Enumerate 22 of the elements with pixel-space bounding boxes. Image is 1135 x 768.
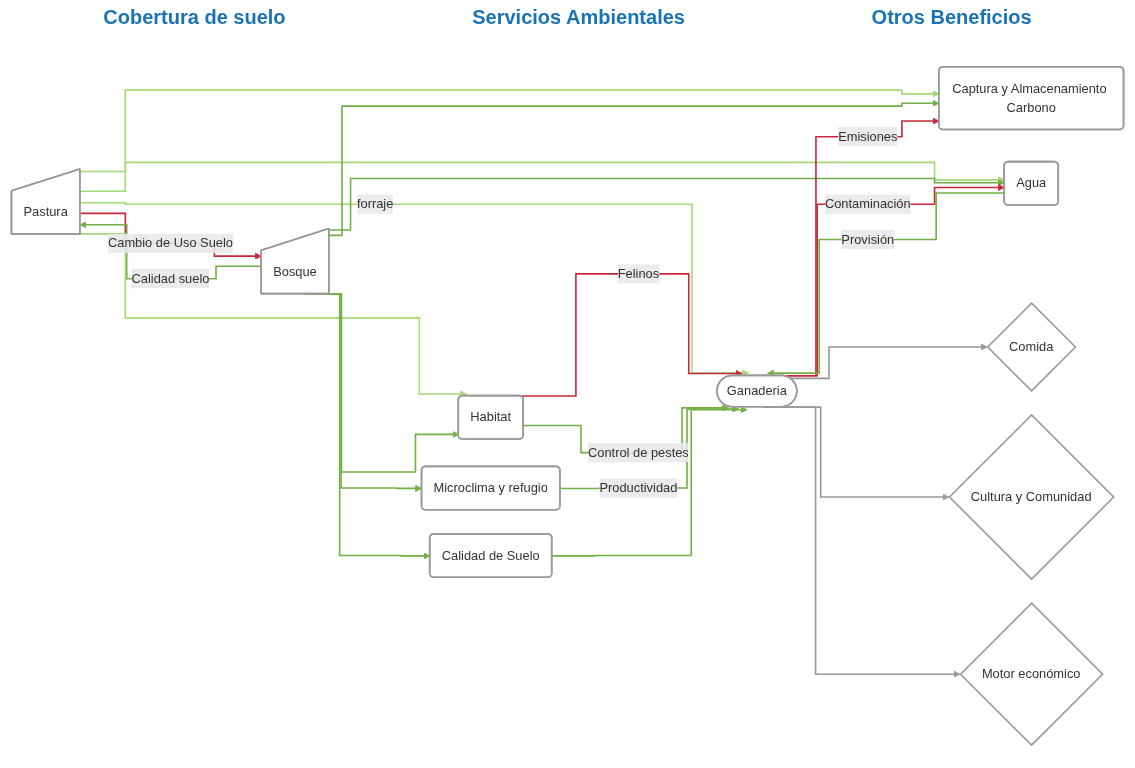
node-diamond: Comida — [986, 302, 1077, 392]
arrow — [79, 221, 263, 280]
column-heading: Servicios Ambientales — [472, 6, 685, 30]
arrow — [79, 161, 1005, 193]
edge-label: forraje — [356, 196, 394, 211]
edge-label: Emisiones — [838, 129, 898, 144]
edge-label: Cambio de Uso Suelo — [107, 236, 233, 250]
edge-label: Control de pestes — [588, 445, 689, 460]
arrow — [79, 201, 750, 377]
arrow — [79, 212, 262, 260]
column-heading: Otros Beneficios — [871, 6, 1032, 30]
edge-label: Productividad — [599, 480, 678, 495]
arrow — [551, 406, 748, 557]
column-heading: Cobertura de suelo — [103, 6, 286, 30]
arrow — [559, 405, 740, 490]
arrow — [79, 233, 467, 398]
edge-label: Contaminación — [824, 196, 911, 211]
edge-label: Calidad suelo — [131, 271, 210, 286]
edge-label: Provisión — [841, 232, 895, 246]
node-diamond: Cultura y Comunidad — [948, 413, 1115, 581]
edge-label: Felinos — [617, 266, 660, 281]
node-diamond: Motor económico — [959, 602, 1104, 747]
